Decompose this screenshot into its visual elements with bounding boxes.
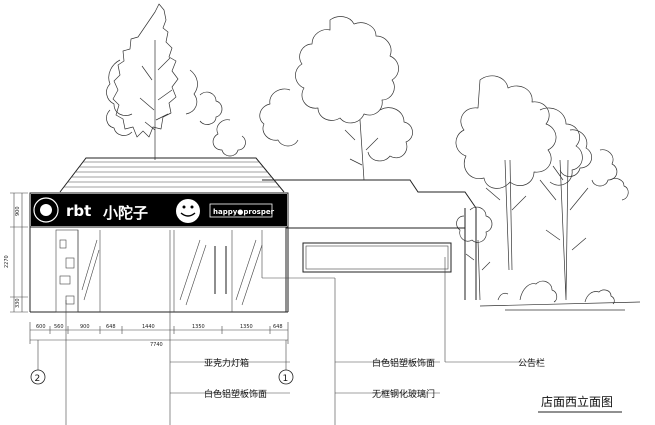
horizontal-dimensions bbox=[29, 322, 289, 344]
callout-leaders bbox=[65, 230, 540, 425]
dim-vertical-3: 330 bbox=[15, 298, 21, 308]
axis-marker-2: 2 bbox=[30, 340, 46, 385]
decor-panel bbox=[55, 229, 79, 313]
dim-h-8: 648 bbox=[273, 324, 283, 330]
axis-label-1: 1 bbox=[283, 374, 289, 384]
dim-h-4: 648 bbox=[106, 324, 116, 330]
callout-glass-door: 无框钢化玻璃门 bbox=[372, 388, 435, 400]
sign-small-text: happy●prosper bbox=[213, 208, 275, 216]
tree-right-large bbox=[455, 75, 618, 301]
axis-marker-1: 1 bbox=[278, 340, 294, 385]
glass-door-panel bbox=[173, 230, 263, 312]
dim-h-6: 1350 bbox=[192, 324, 205, 330]
logo-face-left bbox=[40, 204, 52, 216]
callout-acrylic: 亚克力灯箱 bbox=[204, 357, 249, 369]
roof-outline bbox=[59, 157, 285, 193]
callout-alu-panel-upper: 白色铝塑板饰面 bbox=[372, 357, 435, 369]
axis-label-2: 2 bbox=[35, 374, 41, 384]
vertical-dimensions bbox=[10, 192, 28, 313]
dim-vertical-2: 2270 bbox=[4, 255, 10, 268]
logo-circle-left bbox=[33, 197, 59, 223]
shrubs bbox=[479, 280, 641, 311]
building-elevation: rbt 小陀子 happy●prosper bbox=[29, 157, 477, 313]
tree-left-tall bbox=[106, 3, 223, 160]
callout-notice-board: 公告栏 bbox=[518, 357, 545, 369]
dim-vertical-1: 900 bbox=[15, 206, 21, 216]
tree-right-small bbox=[456, 178, 629, 301]
dim-h-2: 560 bbox=[54, 324, 64, 330]
glass-window-left bbox=[77, 230, 101, 312]
logo-circle-right bbox=[176, 199, 200, 223]
dim-total: 7740 bbox=[150, 342, 163, 348]
notice-board bbox=[302, 242, 452, 273]
annex-outline bbox=[262, 179, 477, 300]
callout-alu-panel-lower: 白色铝塑板饰面 bbox=[204, 388, 267, 400]
dim-h-5: 1440 bbox=[142, 324, 155, 330]
dim-h-7: 1350 bbox=[240, 324, 253, 330]
signboard bbox=[31, 194, 287, 226]
sign-brand-cn: 小陀子 bbox=[103, 204, 148, 222]
dim-h-1: 600 bbox=[36, 324, 46, 330]
signboard-frame bbox=[29, 192, 289, 228]
tree-center-cloud bbox=[212, 16, 413, 181]
drawing-title: 店面西立面图 bbox=[541, 394, 613, 409]
roof-tiles bbox=[64, 161, 280, 188]
sign-brand-en: rbt bbox=[66, 202, 91, 220]
dim-h-3: 900 bbox=[80, 324, 90, 330]
